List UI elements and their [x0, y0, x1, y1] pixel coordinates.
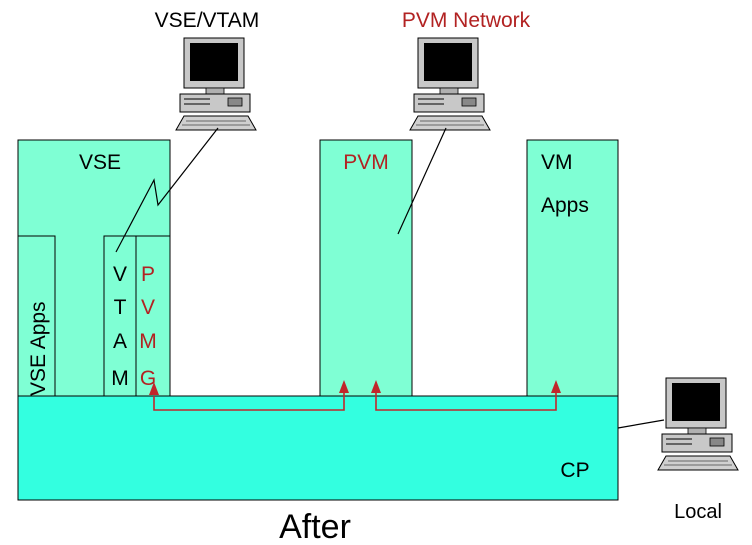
pvmg-letter: M [139, 330, 157, 353]
caption-after: After [279, 508, 351, 545]
pvmg-box [135, 235, 171, 397]
vse-apps-box [17, 235, 56, 397]
pvmg-letter: V [141, 296, 155, 319]
local-label: Local [674, 501, 722, 523]
vtam-box [103, 235, 137, 397]
vse-apps-label: VSE Apps [27, 301, 50, 396]
computer-terminal-icon [657, 377, 739, 471]
pvm-network-connection-line [397, 127, 447, 235]
pvm-box [319, 139, 413, 397]
cp-label: CP [560, 459, 589, 482]
vm-apps-label-line1: VM [541, 151, 573, 174]
pvm-label: PVM [343, 151, 389, 174]
vse-vtam-connection-line [115, 127, 219, 253]
local-connection-line [617, 419, 665, 429]
pvm-network-label: PVM Network [402, 9, 531, 32]
vtam-letter: A [113, 330, 127, 353]
vtam-letter: V [113, 263, 127, 286]
computer-terminal-icon [409, 37, 491, 131]
vtam-letter: M [111, 367, 129, 390]
vm-apps-box [526, 139, 619, 397]
pvmg-pvm-arrow [153, 390, 557, 411]
pvmg-letter: G [140, 367, 156, 390]
arrowheads [149, 380, 561, 395]
computer-terminal-icon [175, 37, 257, 131]
vm-apps-label-line2: Apps [541, 194, 589, 217]
vse-vtam-label: VSE/VTAM [155, 9, 260, 32]
pvmg-letter: P [141, 263, 155, 286]
vse-label: VSE [79, 151, 121, 174]
vtam-letter: T [114, 296, 127, 319]
cp-region [17, 395, 619, 501]
